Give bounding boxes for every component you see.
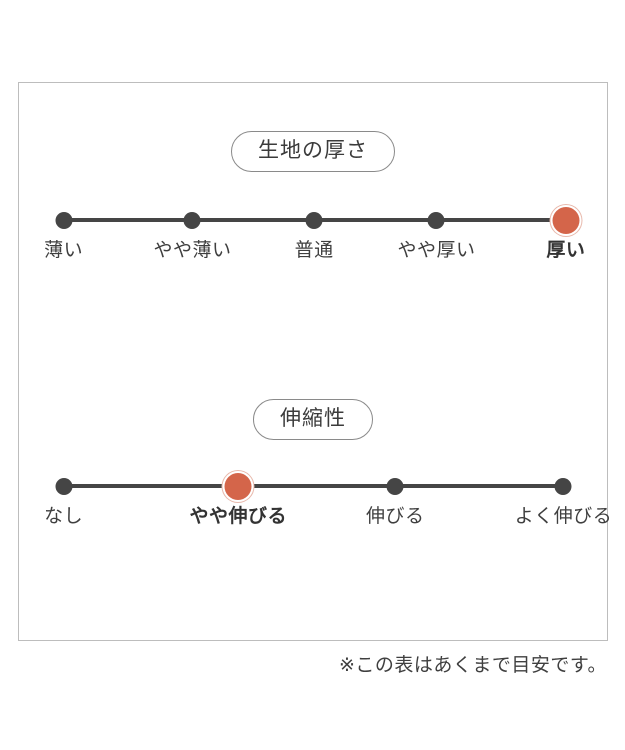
scale-label-thickness-2: 普通 [294,240,334,261]
scale-label-thickness-1: やや薄い [153,240,232,261]
scale-dot-thickness-0[interactable] [55,211,73,229]
scale-dot-thickness-2[interactable] [305,211,323,229]
scale-track-thickness [19,203,607,237]
track-line-stretch [63,484,564,488]
scale-dot-thickness-3[interactable] [427,211,445,229]
scale-label-stretch-2: 伸びる [366,506,425,527]
scale-labels-thickness: 薄い やや薄い 普通 やや厚い 厚い [19,237,607,265]
scale-dot-stretch-1-selected[interactable] [224,472,252,500]
chart-title-thickness: 生地の厚さ [231,131,395,173]
fabric-spec-card: 生地の厚さ 薄い やや薄い 普通 やや厚い 厚い 伸縮性 [18,82,612,641]
scale-track-stretch [19,469,607,503]
scale-dot-thickness-1[interactable] [183,211,201,229]
scale-label-stretch-0: なし [44,506,84,527]
scale-stretch: なし やや伸びる 伸びる よく伸びる [19,469,612,527]
scale-dot-stretch-0[interactable] [55,477,73,495]
scale-label-thickness-0: 薄い [44,240,84,261]
chart-footnote: ※この表はあくまで目安です。 [338,655,607,676]
scale-label-thickness-4-selected: 厚い [546,240,586,261]
scale-label-stretch-1-selected: やや伸びる [189,506,288,527]
chart-title-stretch: 伸縮性 [253,399,373,441]
scale-label-stretch-3: よく伸びる [514,506,613,527]
scale-label-thickness-3: やや厚い [397,240,476,261]
scale-dot-stretch-2[interactable] [386,477,404,495]
chart-stretchiness: 伸縮性 なし やや伸びる 伸びる よく伸びる [19,399,612,527]
chart-fabric-thickness: 生地の厚さ 薄い やや薄い 普通 やや厚い 厚い [19,131,607,261]
scale-labels-stretch: なし やや伸びる 伸びる よく伸びる [19,503,612,531]
scale-dot-thickness-4-selected[interactable] [552,206,580,234]
chart-title-row-thickness: 生地の厚さ [19,131,607,173]
chart-title-row-stretch: 伸縮性 [19,399,607,441]
scale-dot-stretch-3[interactable] [554,477,572,495]
scale-thickness: 薄い やや薄い 普通 やや厚い 厚い [19,203,607,261]
